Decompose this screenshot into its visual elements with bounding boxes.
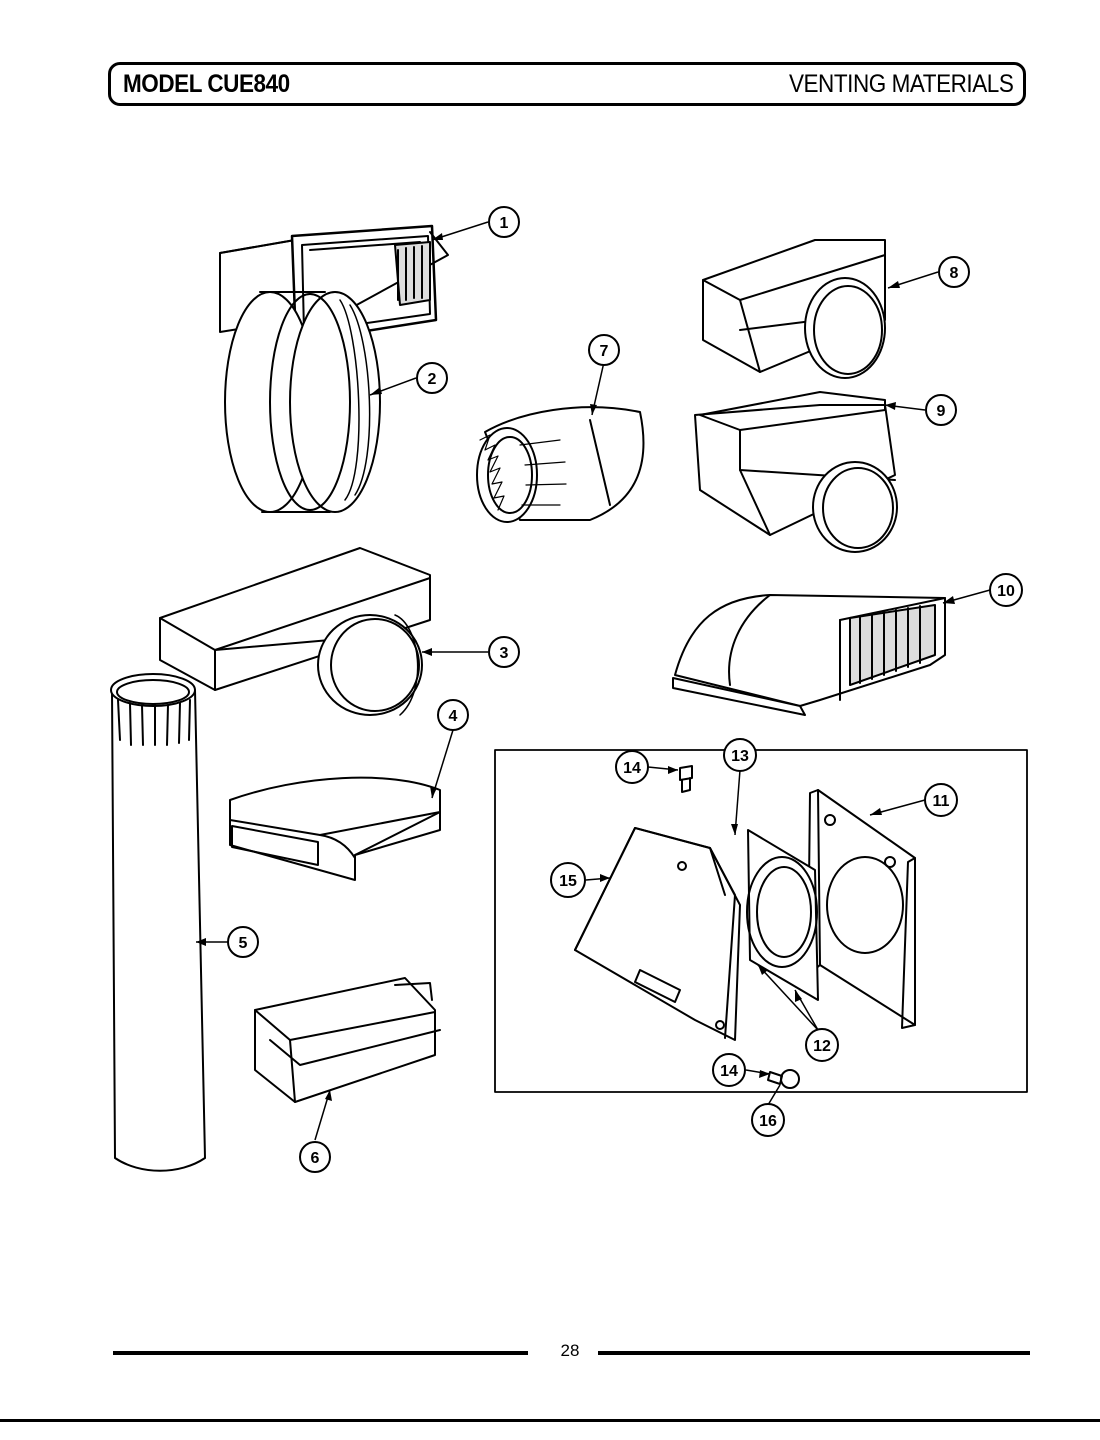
callout-2: 2 xyxy=(416,362,448,394)
footer-rule-right xyxy=(598,1351,1030,1355)
part-3-plenum xyxy=(159,547,431,716)
callout-7: 7 xyxy=(588,334,620,366)
callout-14-bottom: 14 xyxy=(712,1053,746,1087)
part-2-coupler xyxy=(224,291,381,513)
svg-text:16: 16 xyxy=(759,1113,777,1130)
callout-3: 3 xyxy=(488,636,520,668)
part-4-flat-elbow xyxy=(229,776,441,881)
svg-text:1: 1 xyxy=(500,215,509,232)
callout-8: 8 xyxy=(938,256,970,288)
callouts: 1 2 3 4 5 6 7 8 9 10 11 12 13 14 15 14 1… xyxy=(227,206,1023,1173)
svg-text:9: 9 xyxy=(937,403,946,420)
callout-10: 10 xyxy=(989,573,1023,607)
part-6-rect-duct xyxy=(254,977,441,1103)
part-5-pipe xyxy=(110,673,206,1172)
part-11-mount-plate xyxy=(807,789,916,1029)
callout-1: 1 xyxy=(488,206,520,238)
svg-text:15: 15 xyxy=(559,873,577,890)
svg-text:2: 2 xyxy=(428,371,437,388)
svg-text:3: 3 xyxy=(500,645,509,662)
part-15-hood-cover xyxy=(574,827,741,1041)
part-9-plenum xyxy=(694,391,898,553)
svg-text:6: 6 xyxy=(311,1150,320,1167)
page-number: 28 xyxy=(560,1341,580,1360)
callout-11: 11 xyxy=(924,783,958,817)
callout-6: 6 xyxy=(299,1141,331,1173)
model-title: MODEL CUE840 xyxy=(123,70,290,98)
part-8-plenum xyxy=(702,239,886,379)
svg-text:7: 7 xyxy=(600,343,609,360)
callout-5: 5 xyxy=(227,926,259,958)
svg-text:14: 14 xyxy=(623,760,641,777)
callout-14-top: 14 xyxy=(615,750,649,784)
svg-text:12: 12 xyxy=(813,1038,831,1055)
callout-12: 12 xyxy=(805,1028,839,1062)
svg-text:14: 14 xyxy=(720,1063,738,1080)
svg-text:4: 4 xyxy=(449,708,458,725)
svg-text:11: 11 xyxy=(933,793,950,810)
callout-16: 16 xyxy=(751,1103,785,1137)
svg-text:5: 5 xyxy=(239,935,248,952)
title-bar: MODEL CUE840 VENTING MATERIALS xyxy=(108,62,1026,106)
bottom-rule xyxy=(0,1419,1100,1422)
inset-frame xyxy=(494,749,1028,1093)
callout-4: 4 xyxy=(437,699,469,731)
callout-9: 9 xyxy=(925,394,957,426)
footer-rule-left xyxy=(113,1351,528,1355)
svg-text:13: 13 xyxy=(731,748,749,765)
part-10-wall-vent xyxy=(672,594,946,716)
section-title: VENTING MATERIALS xyxy=(788,70,1014,98)
part-14-screw-top xyxy=(679,765,693,793)
callout-15: 15 xyxy=(550,862,586,898)
callout-13: 13 xyxy=(723,738,757,772)
svg-text:10: 10 xyxy=(997,583,1015,600)
part-14-screw-bottom xyxy=(767,1069,800,1089)
part-7-round-elbow xyxy=(476,406,645,523)
leader-arrowheads xyxy=(196,233,955,1101)
part-12-gasket xyxy=(746,829,819,1001)
svg-text:8: 8 xyxy=(950,265,959,282)
